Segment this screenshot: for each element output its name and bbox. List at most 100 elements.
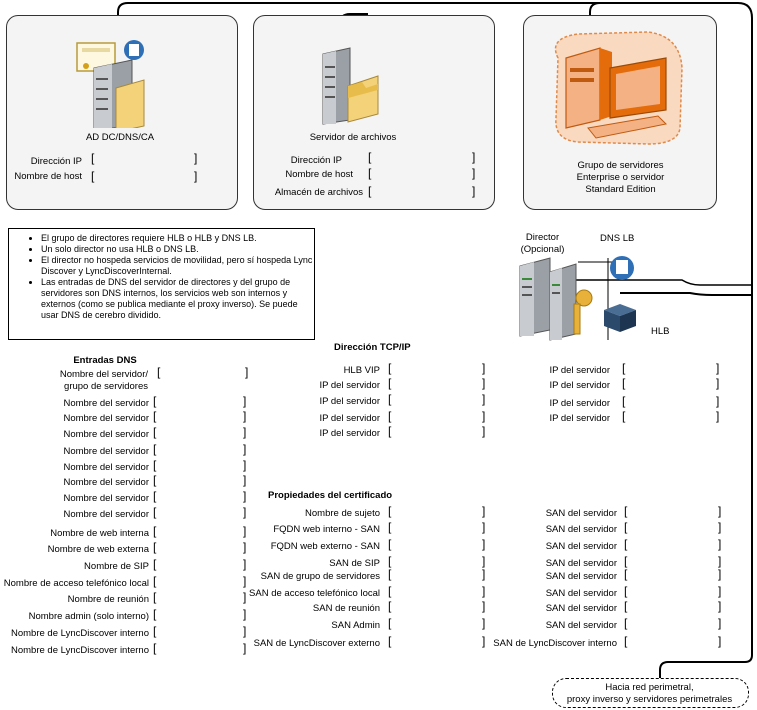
hlb-label: HLB [651, 326, 670, 337]
dns-row-label: Nombre de web externa [47, 544, 149, 555]
perimeter-line-1: Hacia red perimetral, [605, 682, 694, 693]
tcpip-left-bracket-close: ] [482, 392, 486, 406]
dns-first-line-2: grupo de servidores [64, 381, 148, 392]
dns-row-bracket-open: [ [153, 607, 157, 621]
cert-right-label: SAN del servidor [545, 620, 617, 631]
dns-row-bracket-close: ] [243, 624, 247, 638]
dns-row-label: Nombre del servidor [63, 493, 149, 504]
ad-server-title: AD DC/DNS/CA [85, 132, 155, 143]
tcpip-right-label: IP del servidor [549, 398, 610, 409]
cert-right-label: SAN del servidor [545, 524, 617, 535]
cert-right-bracket-close: ] [718, 634, 722, 648]
tcpip-title: Dirección TCP/IP [334, 342, 411, 353]
tcpip-left-bracket-close: ] [482, 409, 486, 423]
dns-row-bracket-open: [ [153, 458, 157, 472]
tcpip-right-bracket-open: [ [622, 361, 626, 375]
cert-right-bracket-close: ] [718, 567, 722, 581]
dns-row-bracket-open: [ [153, 574, 157, 588]
tcpip-right-bracket-close: ] [716, 394, 720, 408]
dns-row-bracket-open: [ [153, 524, 157, 538]
cert-left-label: FQDN web externo - SAN [270, 541, 380, 552]
cert-left-bracket-close: ] [482, 567, 486, 581]
note-item: El grupo de directores requiere HLB o HL… [41, 233, 314, 244]
cert-right-bracket-open: [ [624, 554, 628, 568]
dns-first-bracket-close: ] [245, 365, 249, 379]
cert-left-bracket-close: ] [482, 554, 486, 568]
cert-right-label: SAN de LyncDiscover interno [493, 638, 617, 649]
dns-row-bracket-close: ] [243, 409, 247, 423]
dns-first-bracket-open: [ [157, 365, 161, 379]
cert-right-bracket-close: ] [718, 616, 722, 630]
dns-row-label: Nombre del servidor [63, 413, 149, 424]
tcpip-right-bracket-open: [ [622, 376, 626, 390]
cert-left-bracket-close: ] [482, 584, 486, 598]
cert-right-bracket-open: [ [624, 599, 628, 613]
perimeter-line-2: proxy inverso y servidores perimetrales [566, 694, 733, 705]
cert-right-bracket-close: ] [718, 554, 722, 568]
dns-row-bracket-open: [ [153, 590, 157, 604]
dns-row-label: Nombre de acceso telefónico local [3, 578, 149, 589]
tcpip-left-bracket-close: ] [482, 361, 486, 375]
perimeter-pill [552, 678, 749, 708]
ad-host-bracket-close: ] [194, 169, 198, 183]
cert-left-bracket-open: [ [388, 554, 392, 568]
cert-left-label: FQDN web interno - SAN [273, 524, 380, 535]
dns-row-label: Nombre del servidor [63, 462, 149, 473]
ad-host-label: Nombre de host [14, 171, 82, 182]
cert-right-bracket-open: [ [624, 634, 628, 648]
dns-row-label: Nombre de web interna [50, 528, 149, 539]
cert-left-bracket-close: ] [482, 537, 486, 551]
dns-row-bracket-open: [ [153, 409, 157, 423]
cert-left-bracket-open: [ [388, 584, 392, 598]
pool-title-line-3: Standard Edition [585, 184, 656, 195]
cert-right-bracket-close: ] [718, 584, 722, 598]
cert-right-label: SAN del servidor [545, 603, 617, 614]
dns-row-bracket-open: [ [153, 557, 157, 571]
tcpip-right-label: IP del servidor [549, 413, 610, 424]
cert-left-label: SAN de SIP [329, 558, 380, 569]
file-server-icon [322, 47, 379, 125]
dns-row-label: Nombre de LyncDiscover interno [11, 645, 149, 656]
cert-right-bracket-open: [ [624, 584, 628, 598]
cert-left-bracket-close: ] [482, 599, 486, 613]
pool-title-line-2: Enterprise o servidor [576, 172, 665, 183]
cert-left-label: SAN de LyncDiscover externo [253, 638, 380, 649]
tcpip-right-bracket-close: ] [716, 361, 720, 375]
dns-row-label: Nombre del servidor [63, 477, 149, 488]
dns-row-label: Nombre del servidor [63, 446, 149, 457]
dns-row-bracket-close: ] [243, 607, 247, 621]
tcpip-right-bracket-close: ] [716, 376, 720, 390]
ad-server-icon [76, 40, 145, 128]
cert-right-label: SAN del servidor [545, 588, 617, 599]
dns-row-bracket-open: [ [153, 394, 157, 408]
dns-row-label: Nombre del servidor [63, 429, 149, 440]
pool-server-icon [554, 31, 683, 145]
cert-left-bracket-open: [ [388, 634, 392, 648]
tcpip-left-label: HLB VIP [343, 365, 380, 376]
director-label-line-1: Director [525, 232, 560, 243]
tcpip-left-bracket-open: [ [388, 392, 392, 406]
dns-row-label: Nombre del servidor [63, 509, 149, 520]
director-label-line-2: (Opcional) [520, 244, 565, 255]
tcpip-right-label: IP del servidor [549, 365, 610, 376]
dns-row-bracket-close: ] [243, 458, 247, 472]
dns-row-bracket-open: [ [153, 473, 157, 487]
cert-right-bracket-open: [ [624, 537, 628, 551]
cert-left-bracket-close: ] [482, 634, 486, 648]
dns-row-bracket-close: ] [243, 489, 247, 503]
cert-right-label: SAN del servidor [545, 558, 617, 569]
ad-ip-label: Dirección IP [30, 156, 82, 167]
dns-title: Entradas DNS [73, 355, 137, 366]
cert-left-label: SAN de grupo de servidores [260, 571, 380, 582]
note-item: Las entradas de DNS del servidor de dire… [41, 277, 314, 321]
file-host-label: Nombre de host [285, 169, 353, 180]
cert-right-label: SAN del servidor [545, 541, 617, 552]
tcpip-left-bracket-open: [ [388, 361, 392, 375]
dns-row-bracket-open: [ [153, 641, 157, 655]
dns-row-bracket-close: ] [243, 540, 247, 554]
cert-left-bracket-open: [ [388, 599, 392, 613]
tcpip-right-bracket-open: [ [622, 394, 626, 408]
note-item: Un solo director no usa HLB o DNS LB. [41, 244, 314, 255]
dns-row-label: Nombre de SIP [84, 561, 149, 572]
cert-right-bracket-open: [ [624, 616, 628, 630]
